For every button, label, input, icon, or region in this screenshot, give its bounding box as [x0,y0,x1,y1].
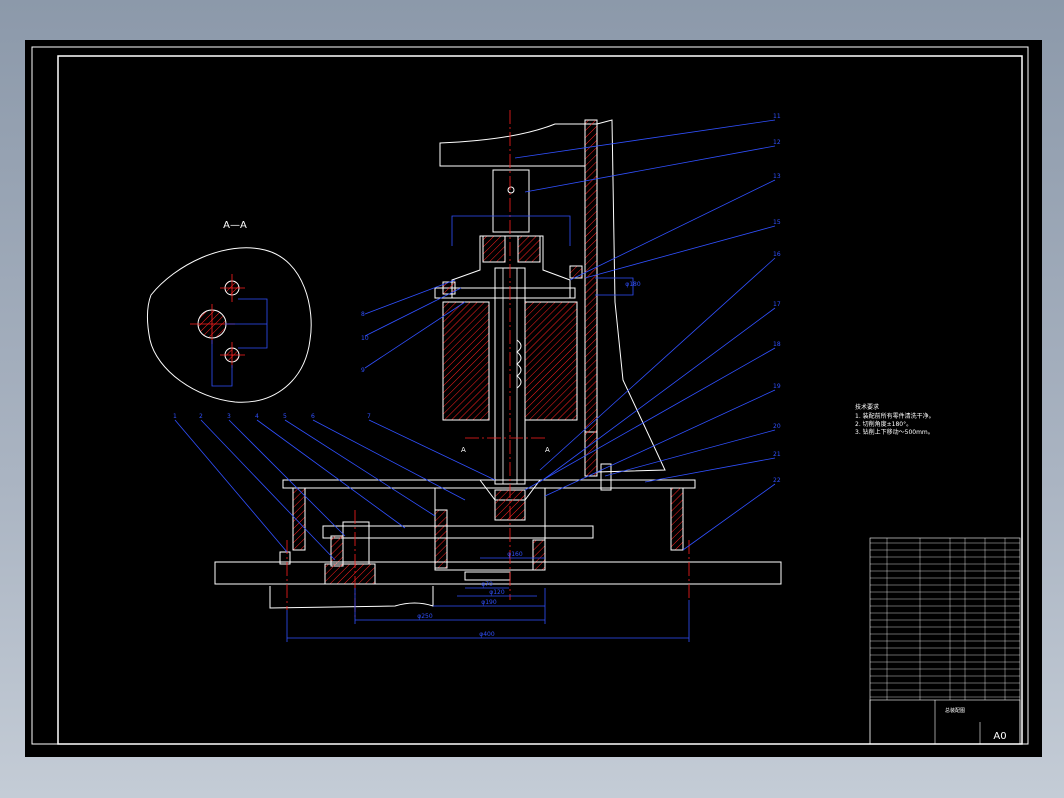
leader-number-17: 17 [773,301,781,308]
dim-text-3: φ120 [489,589,505,596]
dimension-lines [286,215,690,642]
leader-number-21: 21 [773,451,781,458]
dim-text-1: φ160 [507,551,523,558]
leader-number-22: 22 [773,477,781,484]
leader-number-5: 5 [283,413,287,420]
quill [492,169,530,233]
leader-number-10: 10 [361,335,369,342]
leader-number-4: 4 [255,413,259,420]
section-label: A—A [223,220,247,231]
dim-text-2: φ70 [481,581,493,588]
stator-right [524,301,578,421]
leader-number-20: 20 [773,423,781,430]
section-a-a-view: A—A [147,220,312,403]
tech-requirements: 技术要求 1. 装配前所有零件清洗干净。 2. 切削角度±180°。 3. 钻削… [855,403,935,436]
column-body [596,119,666,473]
leader-number-11: 11 [773,113,781,120]
leader-number-9: 9 [361,367,365,374]
motor-cover [434,287,576,299]
machine-base [214,561,782,585]
leader-number-6: 6 [311,413,315,420]
leader-number-1: 1 [173,413,177,420]
section-outline [147,247,312,403]
leader-number-12: 12 [773,139,781,146]
leader-number-15: 15 [773,219,781,226]
right-support [670,487,684,551]
base-fixture [269,586,434,609]
tech-line-2: 2. 切削角度±180°。 [855,420,912,428]
tech-title: 技术要求 [855,403,879,411]
main-assembly [214,110,782,620]
tech-line-1: 1. 装配前所有零件清洗干净。 [855,412,935,420]
title-block-title: 总装配图 [945,707,965,714]
stator-left [442,301,490,421]
tech-line-3: 3. 钻削上下移动～500mm。 [855,428,934,436]
column-wall [584,119,598,477]
leader-number-19: 19 [773,383,781,390]
leader-number-16: 16 [773,251,781,258]
assembly-drawing: A—A [31,46,1029,745]
section-marker-left: A [461,446,466,454]
dim-text-4: φ190 [481,599,497,606]
leader-number-13: 13 [773,173,781,180]
left-support [292,487,306,551]
sheet-size: A0 [993,731,1006,742]
dim-text-5: φ250 [417,613,433,620]
dim-text-6: φ400 [479,631,495,638]
leader-number-2: 2 [199,413,203,420]
dim-text-7: φ180 [625,281,641,288]
leader-number-3: 3 [227,413,231,420]
turntable [322,525,594,539]
leader-number-8: 8 [361,311,365,318]
locating-pin [342,521,370,565]
leader-number-18: 18 [773,341,781,348]
cad-viewport[interactable]: A—A [25,40,1042,757]
section-marker-right: A [545,446,550,454]
inner-frame [57,55,1023,745]
leader-lines [174,119,776,561]
bearing-housing [451,235,571,299]
leader-number-7: 7 [367,413,371,420]
